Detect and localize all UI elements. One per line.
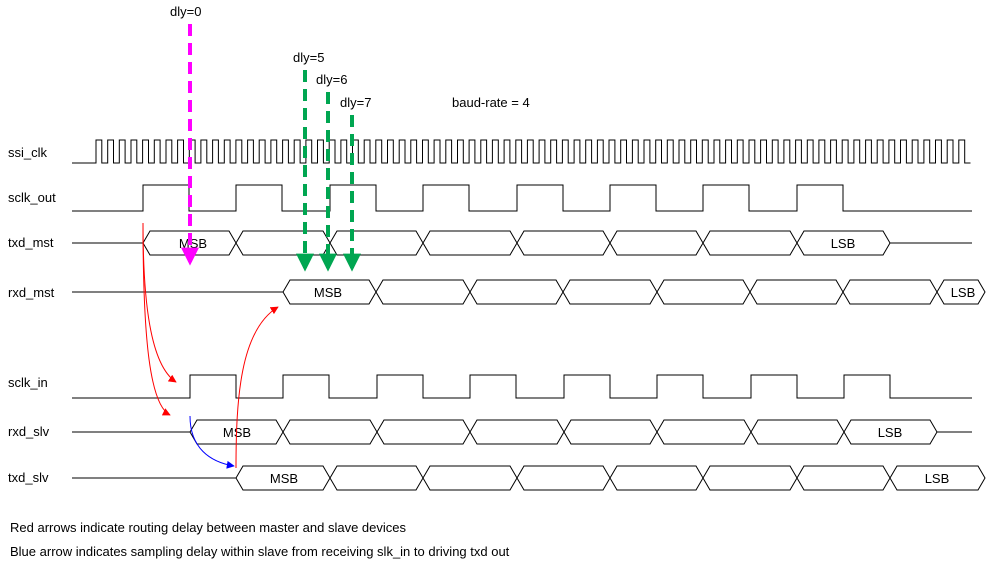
rxd-mst-bus	[72, 279, 986, 305]
txd-mst-bit-cell	[235, 230, 331, 256]
ssi-clk-trace	[72, 139, 971, 164]
txd-mst-lsb-label: LSB	[831, 236, 856, 251]
sclk-in-trace	[72, 374, 972, 399]
rxd-mst-bit-cell	[936, 279, 986, 305]
txd-mst-bit-cell	[609, 230, 704, 256]
txd-mst-bit-cell	[329, 230, 424, 256]
rxd-mst-bit-cell	[656, 279, 751, 305]
txd-slv-bit-cell	[609, 465, 704, 491]
txd-mst-bit-cell	[702, 230, 798, 256]
txd-slv-bit-cell	[422, 465, 518, 491]
rxd-mst-lsb-label: LSB	[951, 285, 976, 300]
txd-slv-bit-cell	[329, 465, 424, 491]
txd-slv-bit-cell	[889, 465, 986, 491]
rxd-slv-bus	[72, 419, 972, 445]
delay-marker-dly6: dly=6	[316, 72, 347, 272]
rxd-mst-bit-cell	[469, 279, 564, 305]
signal-label-sclk-out: sclk_out	[8, 190, 56, 205]
routing-delay-arrow-return	[235, 306, 279, 469]
ssi-clk-waveform	[72, 139, 971, 164]
txd-mst-bus	[72, 230, 972, 256]
rxd-mst-bit-cell	[842, 279, 938, 305]
routing-delay-arrow-sclk	[142, 222, 177, 383]
txd-slv-bit-cell	[702, 465, 798, 491]
rxd-slv-bit-cell	[282, 419, 378, 445]
rxd-slv-bit-cell	[656, 419, 752, 445]
sampling-delay-arrow	[189, 415, 235, 469]
txd-mst-msb-label: MSB	[179, 236, 207, 251]
delay-marker-dly7: dly=7	[340, 95, 371, 272]
rxd-mst-bit-cell	[562, 279, 658, 305]
txd-mst-bit-cell	[422, 230, 518, 256]
dly6-label: dly=6	[316, 72, 347, 87]
sclk-out-waveform	[72, 184, 972, 212]
note-blue-arrow: Blue arrow indicates sampling delay with…	[10, 544, 510, 559]
dly0-label: dly=0	[170, 4, 201, 19]
rxd-slv-bit-cell	[376, 419, 471, 445]
dly7-label: dly=7	[340, 95, 371, 110]
note-red-arrows: Red arrows indicate routing delay betwee…	[10, 520, 406, 535]
txd-slv-bit-cell	[796, 465, 891, 491]
signal-label-txd-slv: txd_slv	[8, 470, 49, 485]
rxd-slv-bit-cell	[750, 419, 845, 445]
txd-slv-msb-label: MSB	[270, 471, 298, 486]
txd-mst-bit-cell	[516, 230, 611, 256]
legend-notes: Red arrows indicate routing delay betwee…	[10, 516, 509, 564]
signal-label-txd-mst: txd_mst	[8, 235, 54, 250]
rxd-slv-bit-cell	[469, 419, 565, 445]
rxd-mst-bit-cell	[375, 279, 471, 305]
signal-label-ssi-clk: ssi_clk	[8, 145, 48, 160]
rxd-mst-msb-label: MSB	[314, 285, 342, 300]
delay-marker-dly5: dly=5	[293, 50, 324, 272]
rxd-slv-bit-cell	[563, 419, 658, 445]
signal-label-rxd-mst: rxd_mst	[8, 285, 55, 300]
baud-rate-label: baud-rate = 4	[452, 95, 530, 110]
sclk-out-trace	[72, 184, 972, 212]
sclk-in-waveform	[72, 374, 972, 399]
signal-label-sclk-in: sclk_in	[8, 375, 48, 390]
dly5-label: dly=5	[293, 50, 324, 65]
txd-slv-bit-cell	[516, 465, 611, 491]
rxd-mst-bit-cell	[749, 279, 844, 305]
rxd-slv-lsb-label: LSB	[878, 425, 903, 440]
txd-slv-bus	[72, 465, 986, 491]
delay-marker-dly0: dly=0	[170, 4, 201, 266]
routing-delay-arrow-data	[142, 222, 171, 416]
signal-label-rxd-slv: rxd_slv	[8, 424, 50, 439]
txd-slv-lsb-label: LSB	[925, 471, 950, 486]
